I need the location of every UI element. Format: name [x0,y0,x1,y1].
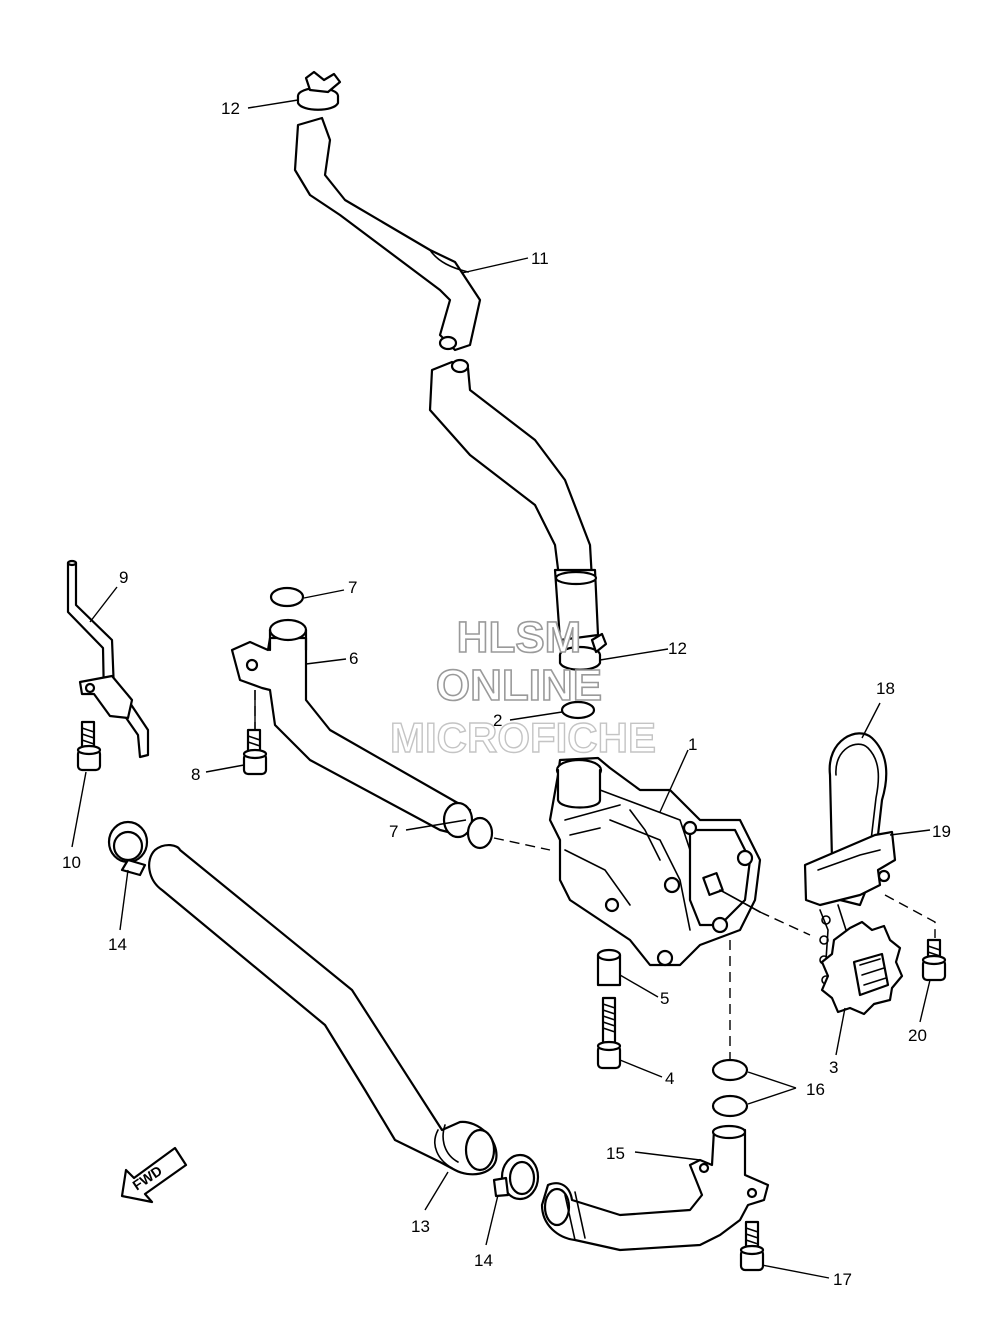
collar-5[interactable] [596,948,622,987]
watermark-line-2: ONLINE [436,661,602,710]
callout-12-lower: 12 [668,639,687,658]
callout-17: 17 [833,1270,852,1289]
callout-5: 5 [660,989,669,1008]
callout-12-top: 12 [221,99,240,118]
callout-8: 8 [191,765,200,784]
oil-pipe-6[interactable] [230,618,474,839]
callout-3: 3 [829,1058,838,1077]
hose-clamp-12-lower[interactable] [558,632,608,671]
hose-clamp-14-left[interactable] [107,820,149,877]
callout-7-lower: 7 [389,822,398,841]
o-ring-2[interactable] [560,700,596,720]
hose-clamp-14-right[interactable] [492,1153,540,1201]
callout-4: 4 [665,1069,674,1088]
callout-1: 1 [688,735,697,754]
watermark-line-3: MICROFICHE [390,714,656,761]
chain-guide-19[interactable] [803,830,897,907]
callout-10: 10 [62,853,81,872]
callout-14-right: 14 [474,1251,493,1270]
callout-18: 18 [876,679,895,698]
callout-9: 9 [119,568,128,587]
bolt-4[interactable] [596,996,622,1070]
callout-15: 15 [606,1144,625,1163]
bolt-8[interactable] [242,728,268,776]
o-ring-16-upper[interactable] [711,1058,749,1082]
bolt-20[interactable] [921,938,947,982]
callout-labels: 12 11 9 7 6 12 2 1 8 7 10 14 18 19 20 3 … [62,99,951,1289]
o-ring-16-lower[interactable] [711,1094,749,1118]
callout-20: 20 [908,1026,927,1045]
callout-2: 2 [493,711,502,730]
o-ring-7-top[interactable] [269,586,305,608]
oil-pump-1[interactable] [548,756,762,967]
callout-11: 11 [531,249,549,268]
callout-7-top: 7 [348,578,357,597]
callout-16: 16 [806,1080,825,1099]
watermark-line-1: HLSM [457,613,582,662]
oil-pipe-15[interactable] [540,1124,770,1252]
fwd-arrow-icon: FWD [120,1146,188,1204]
bolt-17[interactable] [739,1220,765,1272]
callout-6: 6 [349,649,358,668]
oil-pipe-9[interactable] [66,559,150,759]
watermark: HLSM ONLINE MICROFICHE [389,612,656,762]
hose-clamp-12-top[interactable] [296,70,342,111]
upper-hose-11[interactable] [293,116,600,642]
bolt-10[interactable] [76,720,102,772]
callout-19: 19 [932,822,951,841]
callout-13: 13 [411,1217,430,1236]
leader-lines [71,99,931,1279]
callout-14-left: 14 [108,935,127,954]
sprocket-3[interactable] [820,920,904,1016]
lower-hose-13[interactable] [148,844,498,1176]
o-ring-7-lower[interactable] [466,816,494,850]
